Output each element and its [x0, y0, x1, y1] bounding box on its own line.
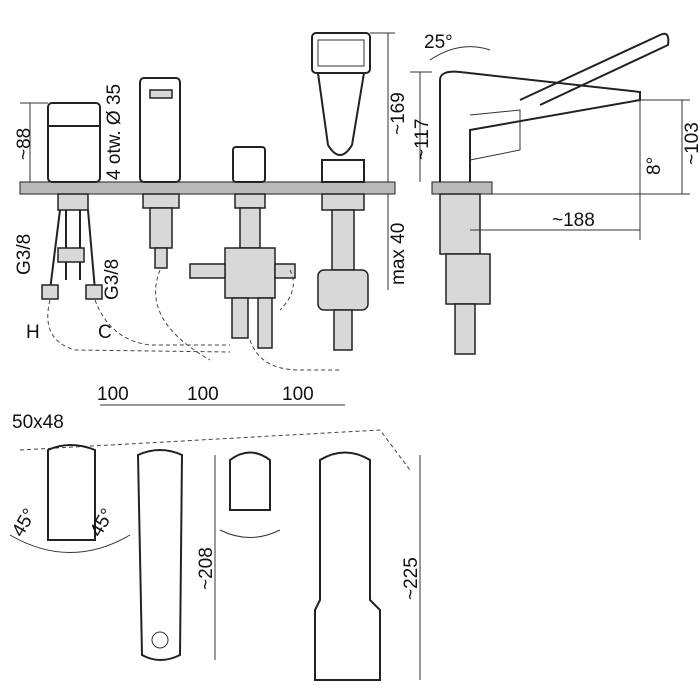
holes-label: 4 otw. Ø 35 — [104, 84, 125, 180]
deck-plate-side — [431, 181, 493, 195]
dim-188-label: ~188 — [552, 210, 595, 231]
diverter-front — [189, 146, 296, 349]
spacing-2-label: 100 — [187, 384, 219, 405]
g38-right-label: G3/8 — [102, 259, 123, 300]
hand-shower-front — [311, 32, 371, 351]
mixer-handle-front — [41, 102, 103, 300]
angle-right-label: 45° — [86, 505, 119, 540]
spout-front — [139, 77, 181, 269]
dim-169-label: ~169 — [388, 92, 409, 135]
dim-225-label: ~225 — [401, 557, 422, 600]
hot-label: H — [26, 322, 40, 343]
cold-label: C — [98, 322, 112, 343]
size-label: 50x48 — [12, 412, 64, 433]
spacing-1-label: 100 — [97, 384, 129, 405]
dim-103-label: ~103 — [682, 122, 700, 165]
angle-8-label: 8° — [644, 157, 665, 175]
deck-plate — [19, 181, 396, 195]
g38-left-label: G3/8 — [14, 234, 35, 275]
spacing-3-label: 100 — [282, 384, 314, 405]
max-40-label: max 40 — [388, 223, 409, 285]
angle-25-label: 25° — [424, 32, 453, 53]
dim-208-label: ~208 — [196, 547, 217, 590]
dim-117-label: ~117 — [412, 119, 433, 160]
plan-view — [9, 404, 421, 681]
side-view — [410, 32, 690, 355]
dim-88-label: ~88 — [14, 128, 35, 160]
angle-left-label: 45° — [8, 505, 41, 540]
